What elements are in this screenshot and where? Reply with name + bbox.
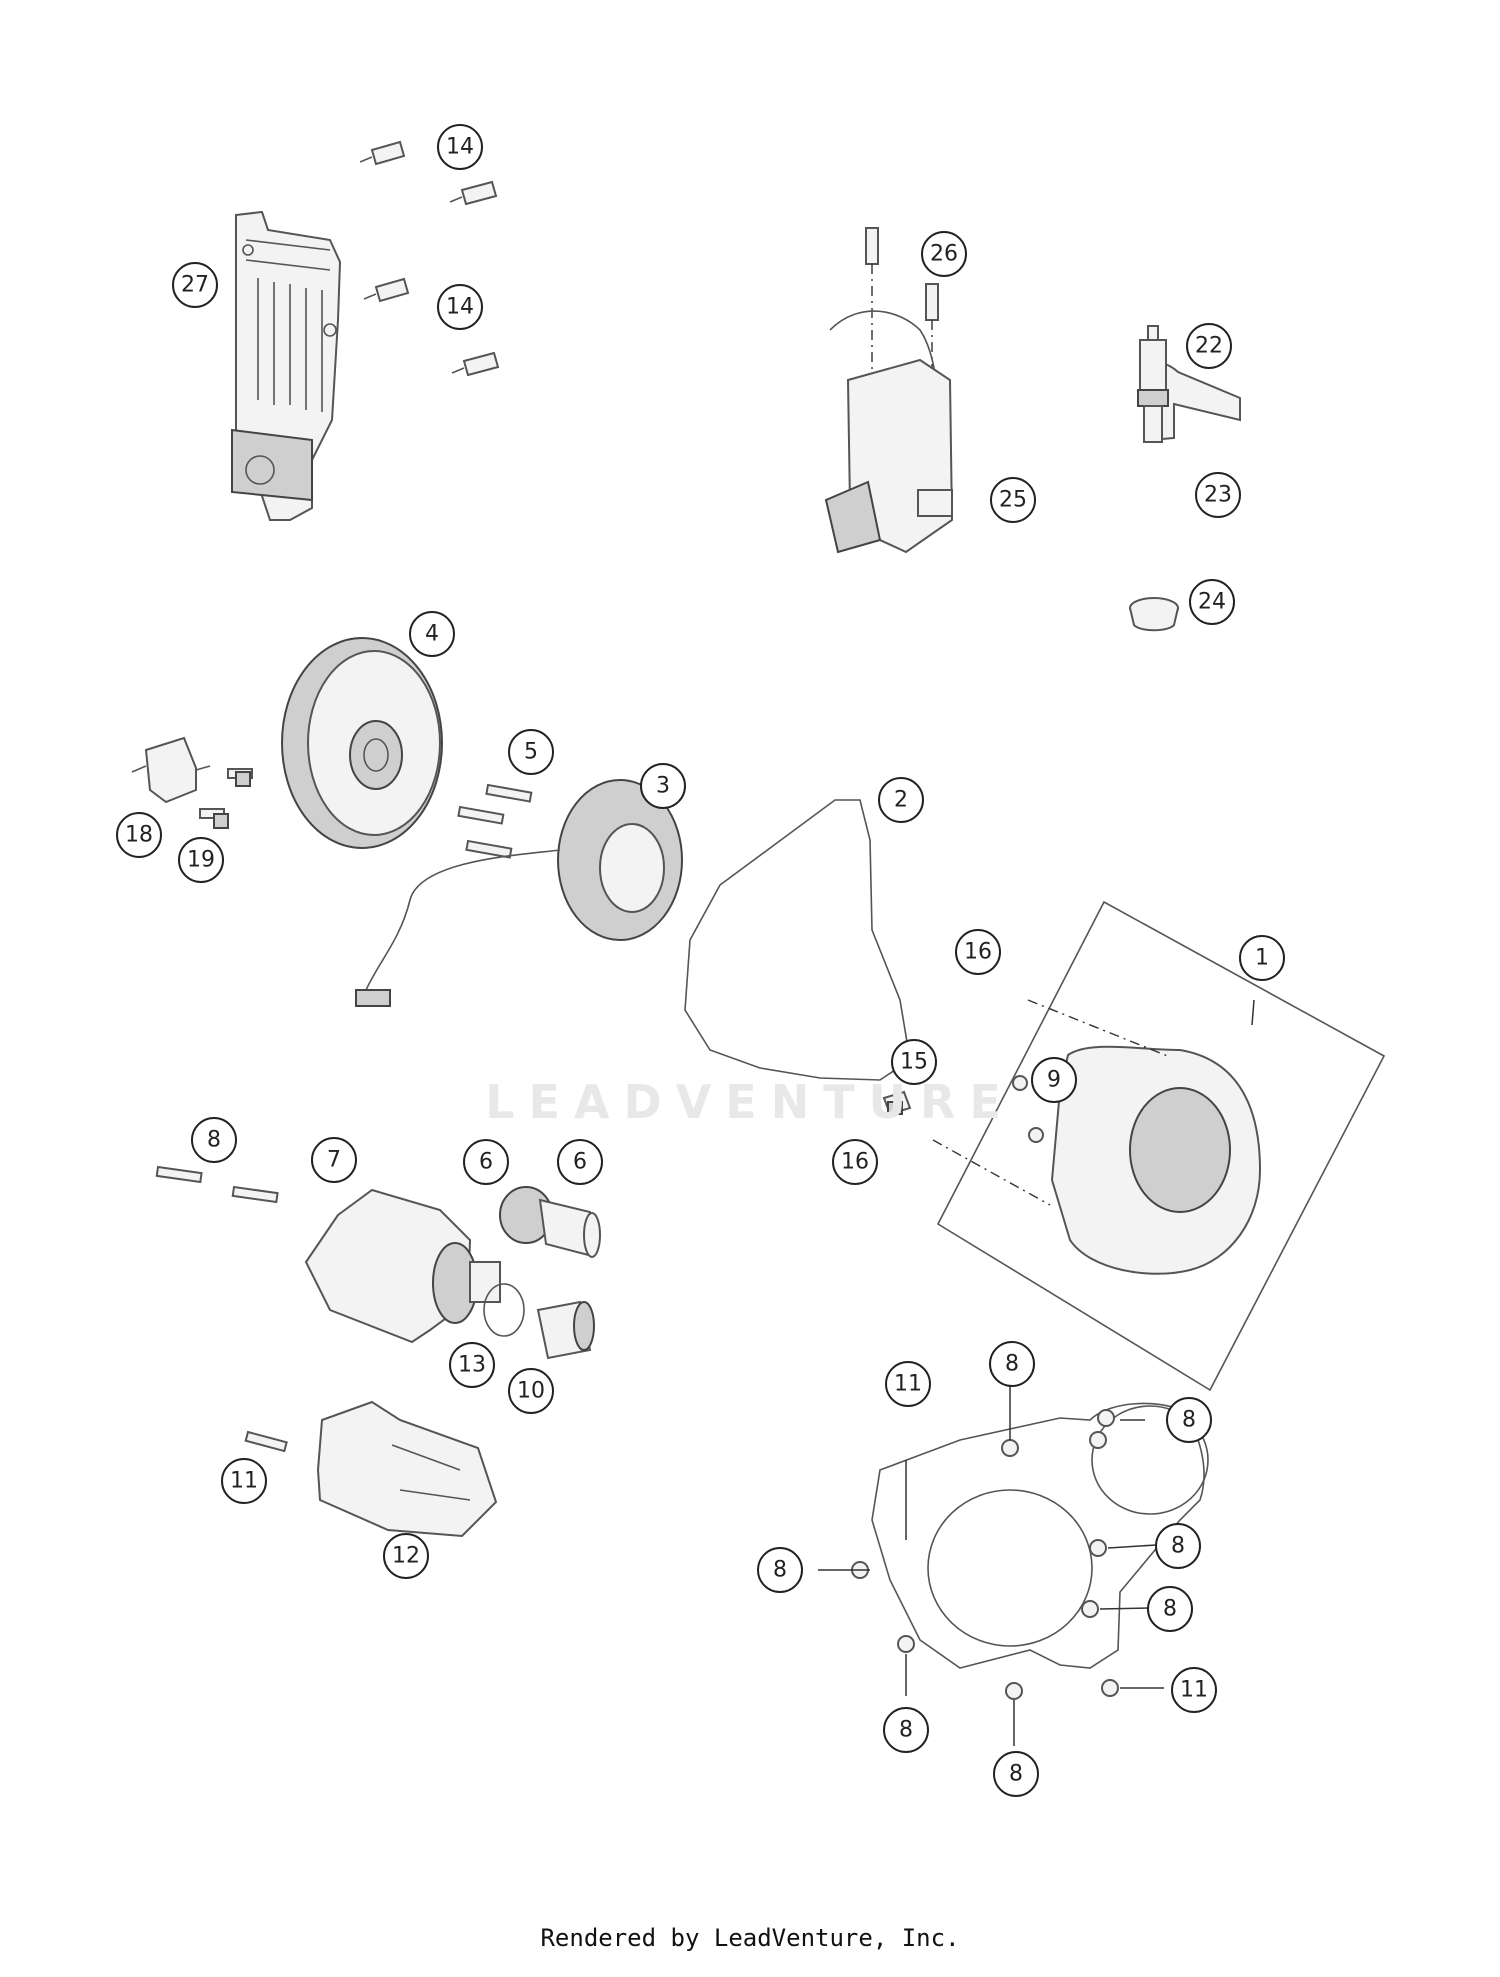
svg-text:16: 16 [841,1150,869,1175]
callout-24: 24 [1189,579,1235,625]
part-23-spark-plug [1137,325,1169,443]
callout-1: 1 [1239,935,1285,981]
callout-10: 10 [508,1368,554,1414]
svg-text:11: 11 [1180,1678,1208,1703]
callout-3: 3 [640,763,686,809]
svg-text:23: 23 [1204,483,1232,508]
svg-text:18: 18 [125,823,153,848]
footer-credit: Rendered by LeadVenture, Inc. [540,1924,960,1952]
callout-8: 8 [993,1751,1039,1797]
part-15-fitting [882,1090,912,1116]
callout-14: 14 [437,284,483,330]
callout-9: 9 [1031,1057,1077,1103]
part-18-sensor [131,736,211,804]
svg-text:27: 27 [181,273,209,298]
svg-text:9: 9 [1047,1068,1061,1093]
part-11-screw [244,1430,288,1453]
svg-text:22: 22 [1195,334,1223,359]
svg-text:2: 2 [894,788,908,813]
callout-7: 7 [311,1137,357,1183]
callout-8: 8 [883,1707,929,1753]
leader-lines [818,999,1255,1746]
callout-14: 14 [437,124,483,170]
callout-27: 27 [172,262,218,308]
part-13-o-ring [483,1283,525,1337]
svg-text:26: 26 [930,242,958,267]
callout-23: 23 [1195,472,1241,518]
callout-19: 19 [178,837,224,883]
callout-25: 25 [990,477,1036,523]
svg-text:10: 10 [517,1379,545,1404]
svg-text:19: 19 [187,848,215,873]
part-4-flywheel [281,637,443,849]
svg-text:11: 11 [894,1372,922,1397]
svg-text:11: 11 [230,1469,258,1494]
part-3-stator [355,779,683,1007]
svg-text:5: 5 [524,740,538,765]
part-10-bushing [536,1300,595,1360]
svg-text:16: 16 [964,940,992,965]
part-2-gasket [684,799,911,1081]
callout-8: 8 [757,1547,803,1593]
part-25-ignition-coil [824,227,954,554]
callout-12: 12 [383,1533,429,1579]
part-27-control-unit [231,210,342,521]
callout-6: 6 [557,1139,603,1185]
svg-text:14: 14 [446,135,474,160]
callout-5: 5 [508,729,554,775]
callout-8: 8 [191,1117,237,1163]
svg-text:25: 25 [999,488,1027,513]
callout-4: 4 [409,611,455,657]
callout-11: 11 [1171,1667,1217,1713]
svg-text:6: 6 [479,1150,493,1175]
callout-26: 26 [921,231,967,277]
svg-text:4: 4 [425,622,439,647]
part-7-starter-motor [304,1188,501,1344]
svg-text:8: 8 [899,1718,913,1743]
svg-text:3: 3 [656,774,670,799]
callout-11: 11 [221,1458,267,1504]
callout-11: 11 [885,1361,931,1407]
part-14-screws [359,140,500,377]
callout-8: 8 [1166,1397,1212,1443]
callout-18: 18 [116,812,162,858]
part-12-guard [316,1400,498,1538]
svg-text:8: 8 [1009,1762,1023,1787]
callout-8: 8 [989,1341,1035,1387]
part-8-screws [155,1165,279,1204]
callout-8: 8 [1147,1586,1193,1632]
svg-text:15: 15 [900,1050,928,1075]
svg-text:6: 6 [573,1150,587,1175]
svg-text:8: 8 [1005,1352,1019,1377]
watermark: LEADVENTURE [485,1075,1015,1129]
callout-16: 16 [955,929,1001,975]
callout-22: 22 [1186,323,1232,369]
svg-text:8: 8 [207,1128,221,1153]
part-5-bolts [457,783,533,859]
part-6-starter-gears [499,1186,601,1258]
svg-text:8: 8 [1163,1597,1177,1622]
callout-2: 2 [878,777,924,823]
callout-13: 13 [449,1342,495,1388]
svg-text:1: 1 [1255,946,1269,971]
svg-text:7: 7 [327,1148,341,1173]
svg-text:14: 14 [446,295,474,320]
callout-15: 15 [891,1039,937,1085]
callout-16: 16 [832,1139,878,1185]
callout-6: 6 [463,1139,509,1185]
part-24-seal [1129,597,1179,632]
svg-text:8: 8 [1182,1408,1196,1433]
part-19-screws [199,768,253,829]
svg-text:8: 8 [773,1558,787,1583]
svg-text:13: 13 [458,1353,486,1378]
callout-8: 8 [1155,1523,1201,1569]
part-1-cover-assembly [936,900,1386,1392]
svg-text:12: 12 [392,1544,420,1569]
svg-text:24: 24 [1198,590,1226,615]
svg-text:8: 8 [1171,1534,1185,1559]
